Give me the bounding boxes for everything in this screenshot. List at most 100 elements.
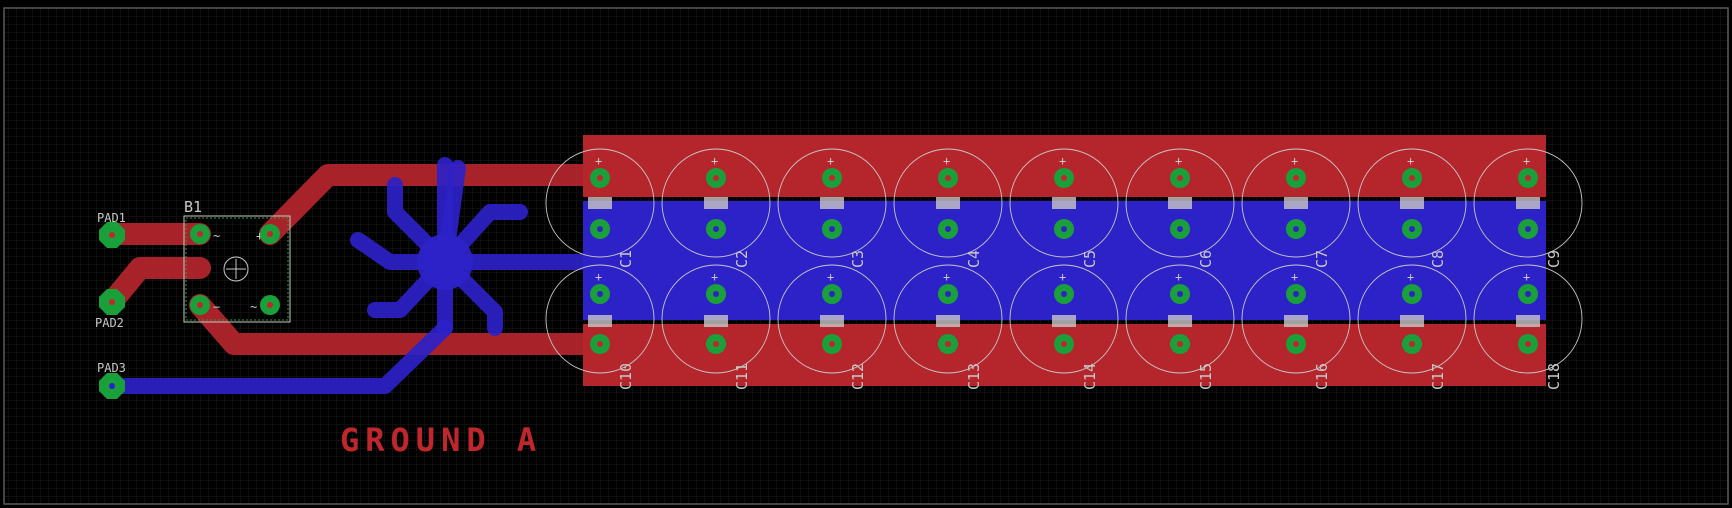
capacitor-c3[interactable]: +C3 xyxy=(777,148,887,268)
capacitor-outline xyxy=(893,264,1003,374)
capacitor-outline xyxy=(545,148,655,258)
capacitor-label: C7 xyxy=(1313,250,1331,268)
capacitor-pad-hole xyxy=(1293,226,1299,232)
capacitor-pad-hole xyxy=(1061,175,1067,181)
capacitor-label: C2 xyxy=(733,250,751,268)
capacitor-c16[interactable]: + C16 xyxy=(1241,264,1351,390)
capacitor-c13[interactable]: +C13 xyxy=(893,264,1003,390)
capacitor-pad-hole xyxy=(1061,341,1067,347)
capacitor-label: C1 xyxy=(617,250,635,268)
capacitor-polarity-band xyxy=(1516,315,1540,327)
capacitor-outline xyxy=(1125,148,1235,258)
capacitor-pad-hole xyxy=(713,226,719,232)
capacitor-polarity-band xyxy=(936,315,960,327)
capacitor-pad-hole xyxy=(597,341,603,347)
capacitor-polarity-band xyxy=(936,197,960,209)
capacitor-outline xyxy=(1357,264,1467,374)
capacitor-plus-mark: + xyxy=(827,270,834,284)
capacitor-pad-hole xyxy=(597,226,603,232)
capacitor-outline xyxy=(661,264,771,374)
capacitor-polarity-band xyxy=(1400,315,1424,327)
capacitor-c15[interactable]: +C15 xyxy=(1125,264,1235,390)
capacitor-c14[interactable]: +C14 xyxy=(1009,264,1119,390)
capacitor-pad-hole xyxy=(1177,341,1183,347)
connector-pads: PAD1 PAD2 PAD3 xyxy=(95,211,126,399)
b1-ac-symbol-1: ~ xyxy=(213,229,220,243)
capacitor-outline xyxy=(1241,264,1351,374)
capacitor-outline xyxy=(893,148,1003,258)
capacitor-c11[interactable]: +C11 xyxy=(661,264,771,390)
capacitor-pad-hole xyxy=(829,291,835,297)
capacitor-c10[interactable]: +C10 xyxy=(545,264,655,390)
capacitor-pad-hole xyxy=(1177,226,1183,232)
capacitor-polarity-band xyxy=(820,315,844,327)
capacitor-pad-hole xyxy=(829,341,835,347)
capacitor-c1[interactable]: +C1 xyxy=(545,148,655,268)
b1-pad-1-hole xyxy=(197,231,203,237)
board-outline xyxy=(3,7,1729,505)
capacitor-outline xyxy=(661,148,771,258)
capacitor-outline xyxy=(1473,148,1583,258)
capacitor-label: C4 xyxy=(965,250,983,268)
b1-plus-symbol: − xyxy=(213,300,220,314)
capacitor-array: +C1+C2+C3+C4+C5+C6+C7+C8+C9+C10+C11+C12+… xyxy=(545,148,1583,390)
bridge-rectifier-b1[interactable]: ~ ~ + − B1 xyxy=(183,198,291,323)
capacitor-plus-mark: + xyxy=(711,154,718,168)
trace-b1-top[interactable] xyxy=(259,164,606,245)
capacitor-outline xyxy=(545,264,655,374)
capacitor-label: C16 xyxy=(1313,363,1331,390)
capacitor-plus-mark: + xyxy=(1059,154,1066,168)
capacitor-pad-hole xyxy=(1177,291,1183,297)
capacitor-plus-mark: + xyxy=(1291,270,1298,284)
capacitor-polarity-band xyxy=(1284,315,1308,327)
capacitor-c7[interactable]: +C7 xyxy=(1241,148,1351,268)
pad1-hole xyxy=(109,232,115,238)
capacitor-plus-mark: + xyxy=(1523,270,1530,284)
pad3-label: PAD3 xyxy=(97,361,126,375)
trace-pad3[interactable] xyxy=(104,320,453,394)
capacitor-polarity-band xyxy=(1516,197,1540,209)
capacitor-plus-mark: + xyxy=(1175,154,1182,168)
capacitor-c18[interactable]: +C18 xyxy=(1473,264,1583,390)
capacitor-outline xyxy=(1009,148,1119,258)
capacitor-pad-hole xyxy=(1409,175,1415,181)
capacitor-pad-hole xyxy=(713,341,719,347)
pad3-hole xyxy=(109,383,115,389)
capacitor-c4[interactable]: + C4 xyxy=(893,148,1003,268)
capacitor-pad-hole xyxy=(1293,291,1299,297)
capacitor-label: C6 xyxy=(1197,250,1215,268)
capacitor-pad-hole xyxy=(1525,291,1531,297)
capacitor-plus-mark: + xyxy=(943,270,950,284)
star-ground-hub xyxy=(417,234,473,290)
capacitor-outline xyxy=(777,264,887,374)
capacitor-outline xyxy=(1125,264,1235,374)
capacitor-plus-mark: + xyxy=(943,154,950,168)
capacitor-pad-hole xyxy=(945,175,951,181)
capacitor-polarity-band xyxy=(1168,197,1192,209)
capacitor-c9[interactable]: +C9 xyxy=(1473,148,1583,268)
trace-pad2[interactable] xyxy=(101,257,211,313)
capacitor-polarity-band xyxy=(704,197,728,209)
capacitor-outline xyxy=(1241,148,1351,258)
capacitor-pad-hole xyxy=(1061,226,1067,232)
capacitor-c12[interactable]: +C12 xyxy=(777,264,887,390)
capacitor-c8[interactable]: +C8 xyxy=(1357,148,1467,268)
b1-minus-symbol: + xyxy=(256,229,263,243)
capacitor-polarity-band xyxy=(588,315,612,327)
pad2-label: PAD2 xyxy=(95,316,124,330)
capacitor-c5[interactable]: +C5 xyxy=(1009,148,1119,268)
capacitor-polarity-band xyxy=(1052,315,1076,327)
ground-a-text: GROUND A xyxy=(340,421,542,459)
capacitor-pad-hole xyxy=(1177,175,1183,181)
capacitor-pad-hole xyxy=(945,291,951,297)
capacitor-polarity-band xyxy=(704,315,728,327)
trace-b1-bottom[interactable] xyxy=(189,294,606,355)
capacitor-pad-hole xyxy=(1525,175,1531,181)
capacitor-pad-hole xyxy=(1409,291,1415,297)
top-copper-layer xyxy=(101,164,606,355)
capacitor-plus-mark: + xyxy=(1059,270,1066,284)
capacitor-c17[interactable]: +C17 xyxy=(1357,264,1467,390)
capacitor-c2[interactable]: + C2 xyxy=(661,148,771,268)
capacitor-c6[interactable]: + C6 xyxy=(1125,148,1235,268)
